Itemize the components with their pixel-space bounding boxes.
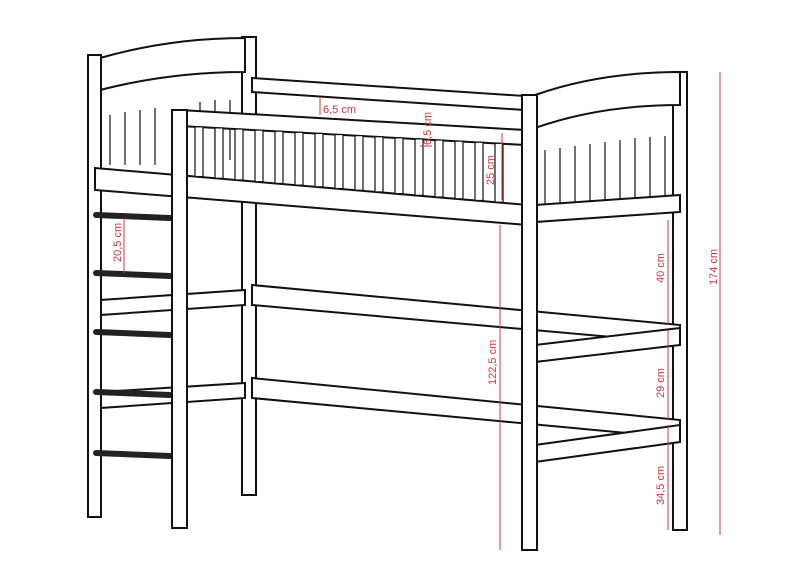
guard-rail-slat bbox=[454, 140, 464, 200]
right-headboard bbox=[534, 70, 681, 130]
guard-rail-slat bbox=[214, 127, 224, 179]
guard-rail-slat bbox=[234, 128, 244, 181]
left-headboard-slats bbox=[109, 100, 231, 165]
back-middle-post bbox=[241, 36, 257, 496]
dim-rail-height: 25 cm bbox=[485, 155, 497, 185]
guard-rail-slat bbox=[394, 137, 404, 195]
dim-slat-gap: 6,5 cm bbox=[422, 112, 434, 145]
dimension-lines bbox=[123, 72, 721, 550]
dim-lower-rails-gap: 29 cm bbox=[655, 368, 667, 398]
guard-rail-slat bbox=[314, 132, 324, 188]
guard-rail-slat bbox=[374, 136, 384, 193]
guard-rail-slat bbox=[434, 139, 444, 198]
front-left-post bbox=[171, 109, 188, 529]
dim-upper-lower-gap: 40 cm bbox=[655, 253, 667, 283]
left-back-post bbox=[87, 54, 102, 518]
guard-rail-slat bbox=[474, 141, 484, 202]
guard-rail-slats bbox=[194, 126, 504, 203]
front-right-post bbox=[521, 94, 538, 551]
back-top-rail bbox=[251, 76, 526, 112]
guard-rail-slat bbox=[274, 130, 284, 184]
dim-rail-gap: 6,5 cm bbox=[323, 104, 356, 116]
guard-rail-slat bbox=[414, 138, 424, 196]
right-bed-end-frame bbox=[534, 193, 681, 224]
upper-frame-rail bbox=[251, 283, 681, 345]
dim-clearance: 122,5 cm bbox=[487, 340, 499, 385]
dim-ladder-step: 20,5 cm bbox=[112, 223, 124, 262]
guard-rail-slat bbox=[494, 142, 504, 203]
guard-rail-slat bbox=[334, 133, 344, 190]
dim-total-height: 174 cm bbox=[708, 249, 720, 285]
guard-rail-slat bbox=[254, 129, 264, 183]
lower-frame-rail bbox=[251, 376, 681, 440]
back-right-post bbox=[672, 71, 688, 531]
dim-bottom-rail-height: 34,5 cm bbox=[655, 466, 667, 505]
guard-rail-slat bbox=[194, 126, 204, 178]
guard-rail-slat bbox=[354, 135, 364, 191]
right-headboard-slats bbox=[544, 136, 666, 205]
left-headboard bbox=[99, 36, 246, 92]
guard-rail-slat bbox=[294, 131, 304, 186]
ladder-rungs bbox=[93, 212, 173, 459]
